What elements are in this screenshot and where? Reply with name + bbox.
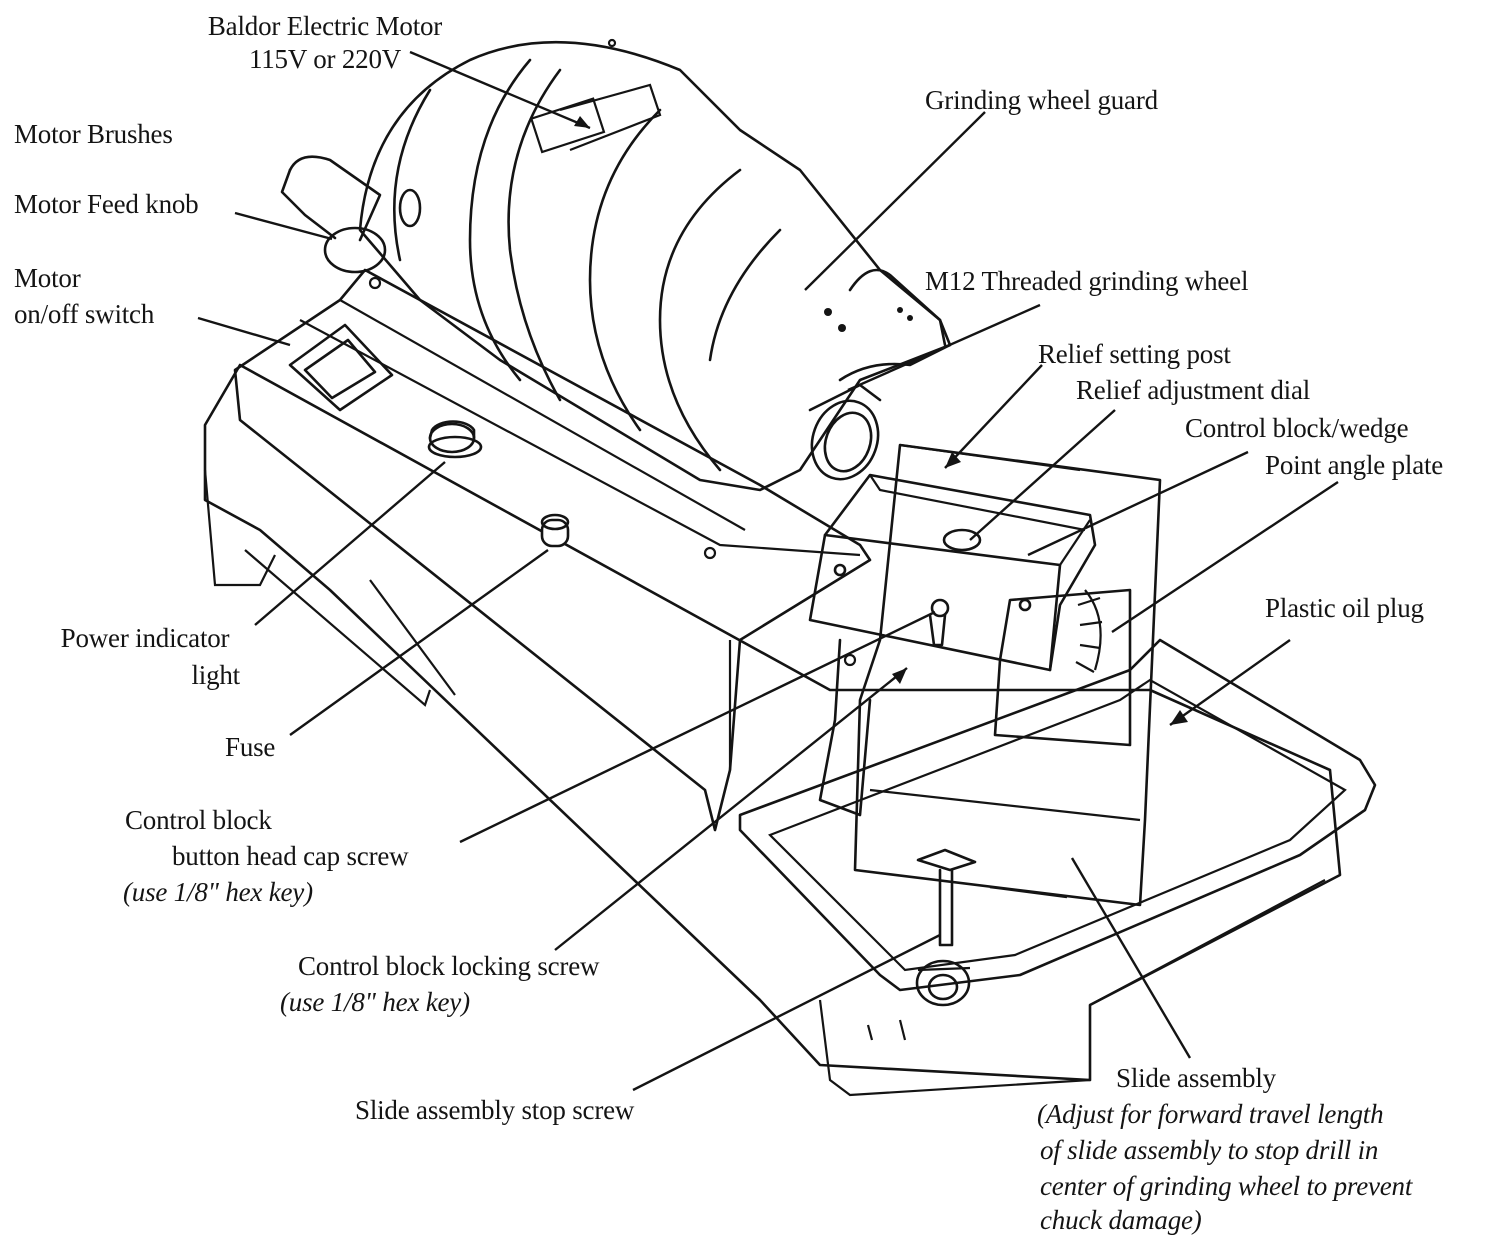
label-oil-plug: Plastic oil plug: [1265, 593, 1424, 623]
label-slide-assembly: Slide assembly: [1116, 1063, 1276, 1093]
label-motor-switch-line1: Motor: [14, 263, 81, 293]
label-power-light-line1: Power indicator: [60, 623, 230, 653]
label-locking-screw-note: (use 1/8" hex key): [280, 987, 470, 1017]
base-tray: [203, 363, 1377, 1097]
label-motor-feed-knob: Motor Feed knob: [14, 189, 199, 219]
label-locking-screw: Control block locking screw: [298, 951, 600, 981]
label-motor-voltage: 115V or 220V: [248, 44, 402, 74]
label-relief-dial: Relief adjustment dial: [1076, 375, 1311, 405]
label-slide-note-line4: chuck damage): [1040, 1205, 1202, 1235]
label-fuse: Fuse: [225, 732, 276, 762]
label-motor-title: Baldor Electric Motor: [207, 11, 443, 41]
label-power-light-line2: light: [191, 660, 240, 690]
label-slide-note-line1: (Adjust for forward travel length: [1037, 1099, 1384, 1129]
label-motor-switch-line2: on/off switch: [14, 299, 155, 329]
label-cap-screw-line2: button head cap screw: [172, 841, 409, 871]
label-slide-note-line3: center of grinding wheel to prevent: [1040, 1171, 1413, 1201]
motor-body: [233, 38, 952, 832]
label-wheel-guard: Grinding wheel guard: [925, 85, 1158, 115]
label-stop-screw: Slide assembly stop screw: [355, 1095, 635, 1125]
label-relief-post: Relief setting post: [1038, 339, 1231, 369]
label-control-wedge: Control block/wedge: [1185, 413, 1409, 443]
label-cap-screw-note: (use 1/8" hex key): [123, 877, 313, 907]
label-cap-screw-line1: Control block: [125, 805, 272, 835]
label-threaded-wheel: M12 Threaded grinding wheel: [925, 266, 1249, 296]
label-slide-note-line2: of slide assembly to stop drill in: [1040, 1135, 1379, 1165]
label-point-angle: Point angle plate: [1265, 450, 1444, 480]
label-motor-brushes: Motor Brushes: [14, 119, 173, 149]
leader-lines: [197, 50, 1339, 1092]
slide-assembly: [808, 443, 1162, 1007]
